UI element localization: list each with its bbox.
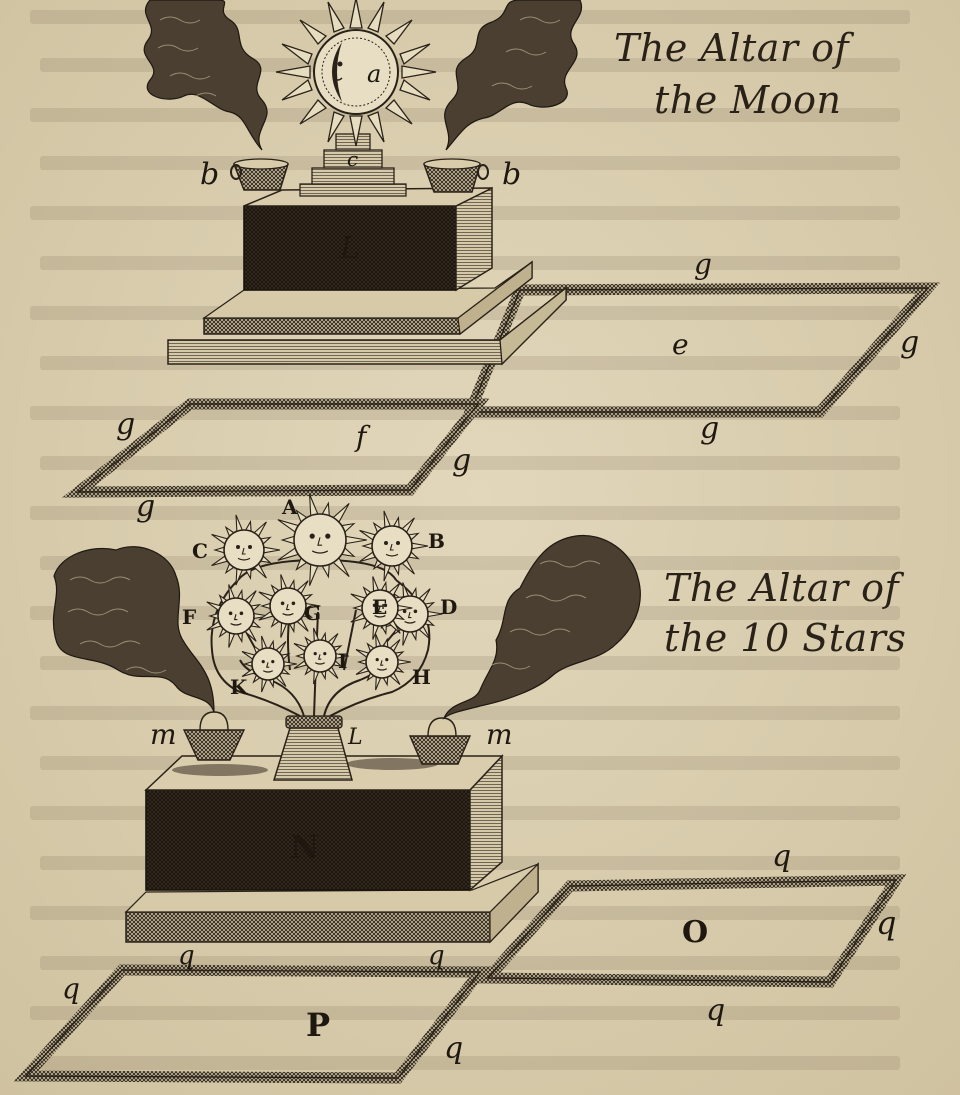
- label-g-bottom: g: [136, 489, 155, 524]
- label-g-left-top: g: [116, 407, 135, 442]
- star-label-E: E: [372, 595, 387, 619]
- label-e: e: [672, 328, 689, 361]
- label-q-right: q: [876, 904, 896, 942]
- stars-altar-title-line1: The Altar of: [664, 566, 900, 610]
- moon-smoke-left: [143, 0, 268, 151]
- stars-altar-group: A B C D E F G H I K: [13, 494, 907, 1084]
- star-label-K: K: [230, 675, 248, 699]
- stars-altar-title-line2: the 10 Stars: [664, 616, 907, 660]
- moon-altar-front: [243, 205, 457, 291]
- label-q-mid-left: q: [178, 941, 195, 971]
- label-q-mid-low: q: [444, 1031, 463, 1066]
- label-g-right: g: [900, 325, 919, 360]
- label-q-lower-right: q: [706, 993, 725, 1028]
- star-label-C: C: [192, 539, 208, 563]
- moon-floor-frame-left-edge: [75, 403, 480, 493]
- star-sun-C: [211, 514, 281, 586]
- label-g-mid-low: g: [452, 443, 471, 478]
- stars-smoke-left: [52, 546, 215, 713]
- label-b-left: b: [200, 157, 219, 192]
- label-m-left: m: [150, 718, 177, 751]
- stars-cup-right: [408, 717, 472, 765]
- label-q-left: q: [62, 972, 80, 1005]
- star-sun-B: [359, 510, 429, 582]
- moon-altar-title-line2: the Moon: [654, 78, 842, 122]
- label-b-right: b: [502, 157, 521, 192]
- star-sun-E: [350, 576, 413, 640]
- star-sun-G: [258, 574, 321, 638]
- star-label-G: G: [304, 601, 321, 625]
- star-sun-A: [277, 494, 367, 586]
- moon-floor-frame-right-edge: [468, 287, 930, 413]
- star-sun-H: [355, 633, 411, 691]
- star-label-H: H: [412, 665, 431, 689]
- label-P: P: [306, 1006, 330, 1044]
- star-sun-I: [293, 627, 349, 685]
- star-sun-K: [241, 635, 297, 693]
- star-label-I: I: [338, 649, 347, 673]
- label-q-top: q: [772, 839, 791, 874]
- stars-smoke-right: [442, 534, 641, 720]
- stars-altar-front: [145, 789, 471, 891]
- label-m-right: m: [486, 718, 513, 751]
- moon-smoke-right: [444, 0, 583, 151]
- moon-altar-title-line1: The Altar of: [614, 26, 850, 70]
- label-q-mid-center: q: [428, 941, 445, 971]
- stars-cup-left: [182, 711, 246, 761]
- star-sun-F: [206, 584, 269, 648]
- label-c: c: [347, 147, 358, 171]
- label-a: a: [367, 60, 381, 88]
- label-g-mid-right: g: [700, 411, 719, 446]
- moon-cup-right: [423, 158, 489, 193]
- star-suns: A B C D E F G H I K: [182, 494, 457, 699]
- label-L-moon: L: [339, 231, 360, 266]
- moon-altar-group: [61, 0, 941, 498]
- label-g-top: g: [694, 248, 712, 281]
- moon-cup-left: [230, 158, 289, 191]
- stars-altar-labels: L m m N O P q q q q q q q: [62, 718, 896, 1066]
- moon-altar-labels: a b b c L e f g g g g g g: [116, 60, 919, 524]
- star-label-F: F: [182, 605, 196, 629]
- moon-sun-emblem: [275, 0, 437, 147]
- label-L-stand: L: [347, 725, 363, 750]
- label-N: N: [290, 828, 319, 866]
- star-label-B: B: [428, 529, 445, 553]
- label-O: O: [682, 915, 708, 950]
- star-label-D: D: [440, 595, 457, 619]
- star-label-A: A: [281, 495, 298, 519]
